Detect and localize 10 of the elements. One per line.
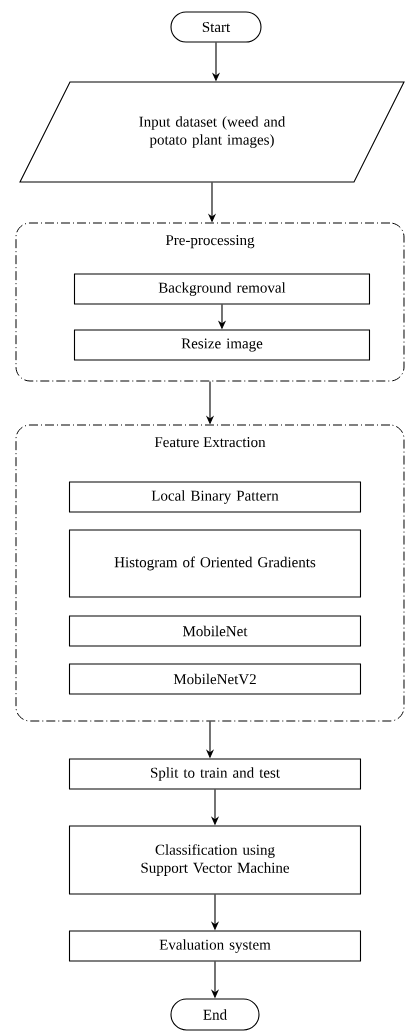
process-box: Classification using Support Vector Machine: [68, 825, 362, 895]
process-box: MobileNet: [68, 615, 362, 647]
process-box: Background removal: [73, 273, 371, 305]
input-parallelogram: Input dataset (weed and potato plant images): [19, 81, 405, 183]
process-box: Split to train and test: [68, 758, 362, 790]
process-box: Histogram of Oriented Gradients: [68, 529, 362, 598]
process-box: MobileNetV2: [68, 663, 362, 695]
process-box: Local Binary Pattern: [68, 481, 362, 513]
process-box: Evaluation system: [68, 930, 362, 962]
process-box: Resize image: [73, 329, 371, 361]
